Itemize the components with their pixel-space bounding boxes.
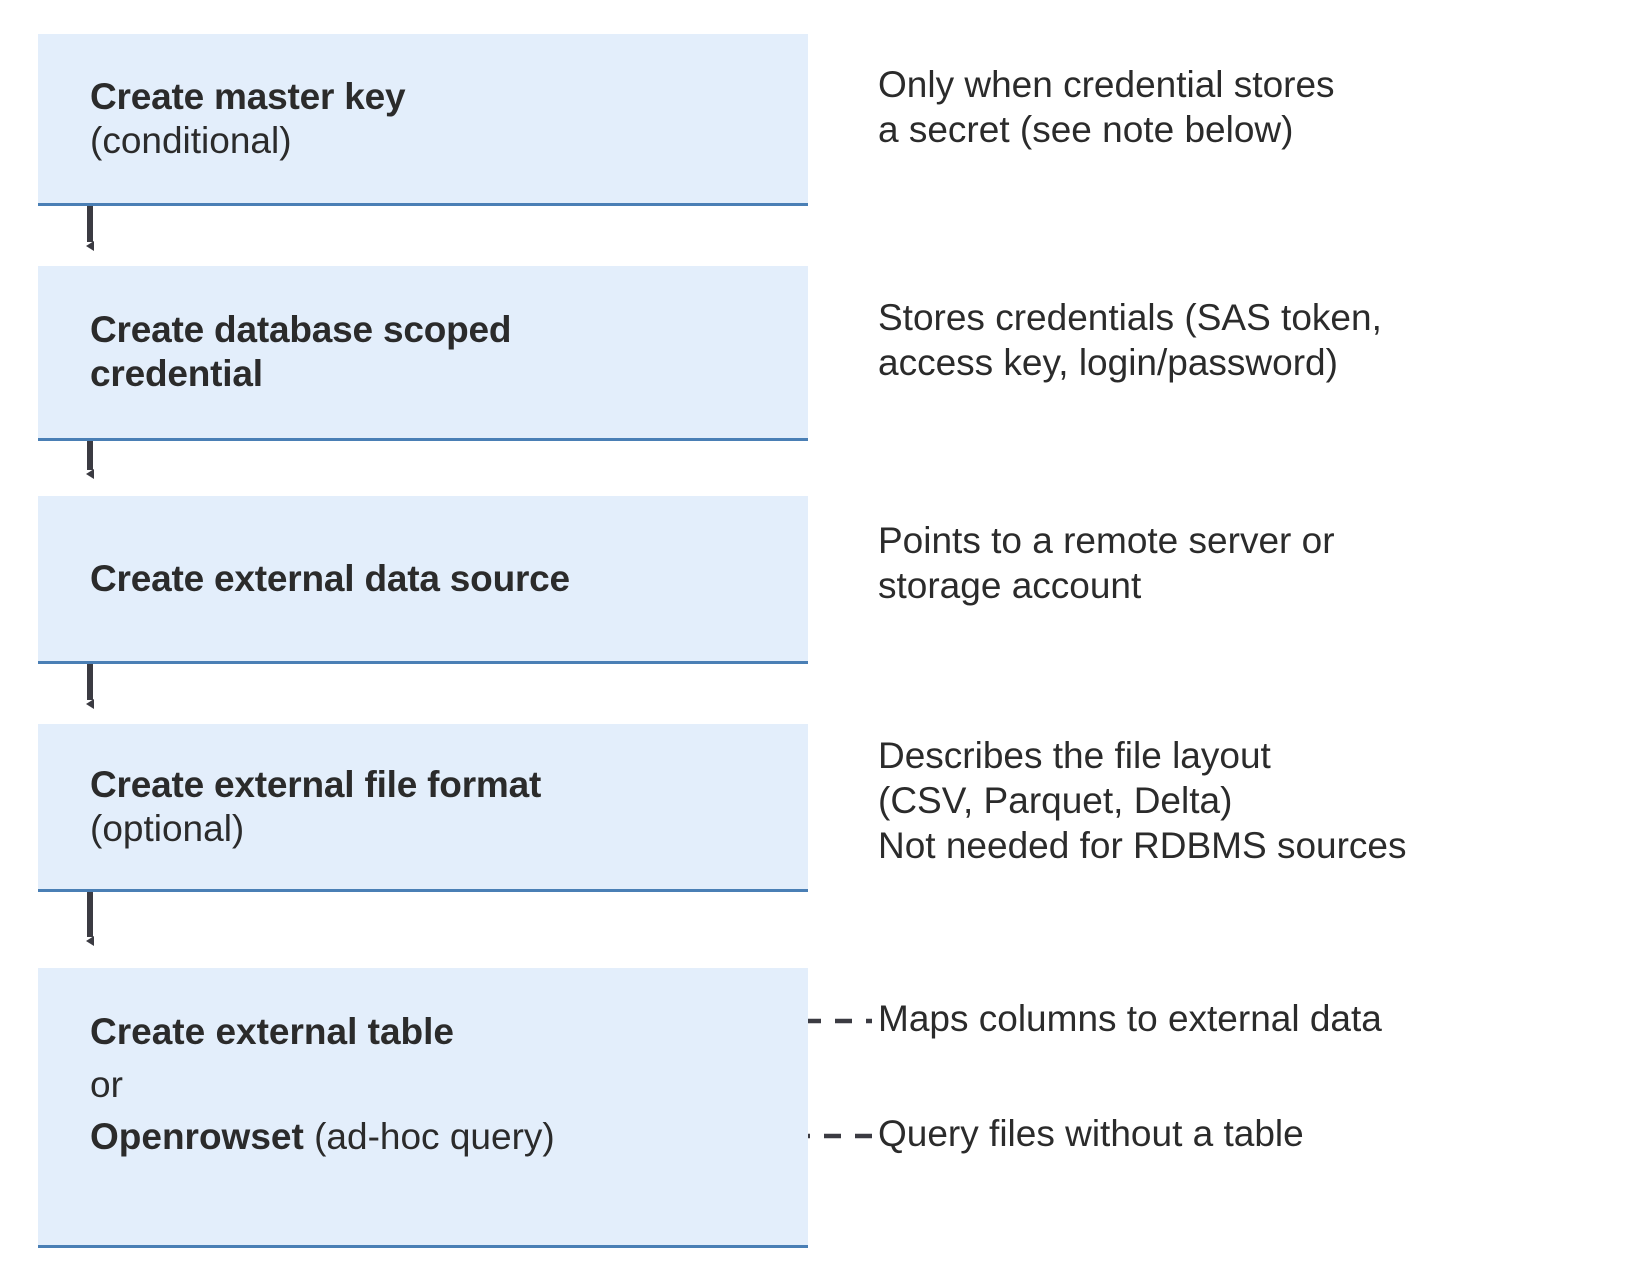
step-subtitle-create-master-key: (conditional) (90, 119, 292, 161)
step-box-create-database-scoped-credential[interactable]: Create database scoped credential (38, 266, 808, 441)
option-create-external-table[interactable]: Create external table (90, 1004, 794, 1060)
option-create-external-table-label: Create external table (90, 1011, 455, 1052)
option-openrowset[interactable]: Openrowset (ad-hoc query) (90, 1109, 794, 1165)
note-create-master-key: Only when credential stores a secret (se… (878, 64, 1335, 151)
note-create-external-data-source: Points to a remote server or storage acc… (878, 520, 1335, 607)
option-separator-or: or (90, 1063, 123, 1105)
step-title-create-external-file-format: Create external file format (90, 763, 542, 805)
note-openrowset: Query files without a table (878, 1113, 1304, 1154)
step-box-create-master-key[interactable]: Create master key (conditional) (38, 34, 808, 206)
option-openrowset-qualifier: (ad-hoc query) (303, 1116, 555, 1158)
step-box-create-external-table-or-openrowset[interactable]: Create external table or Openrowset (ad-… (38, 968, 808, 1248)
option-openrowset-label: Openrowset (90, 1116, 304, 1158)
step-box-create-external-file-format[interactable]: Create external file format (optional) (38, 724, 808, 892)
note-create-external-table: Maps columns to external data (878, 998, 1382, 1039)
note-create-external-file-format: Describes the file layout (CSV, Parquet,… (878, 735, 1407, 867)
note-create-database-scoped-credential: Stores credentials (SAS token, access ke… (878, 297, 1382, 384)
step-box-create-external-data-source[interactable]: Create external data source (38, 496, 808, 664)
step-title-create-external-data-source: Create external data source (90, 557, 570, 599)
step-title-create-database-scoped-credential: Create database scoped credential (90, 309, 512, 394)
step-subtitle-create-external-file-format: (optional) (90, 807, 245, 849)
step-title-create-master-key: Create master key (90, 75, 406, 117)
